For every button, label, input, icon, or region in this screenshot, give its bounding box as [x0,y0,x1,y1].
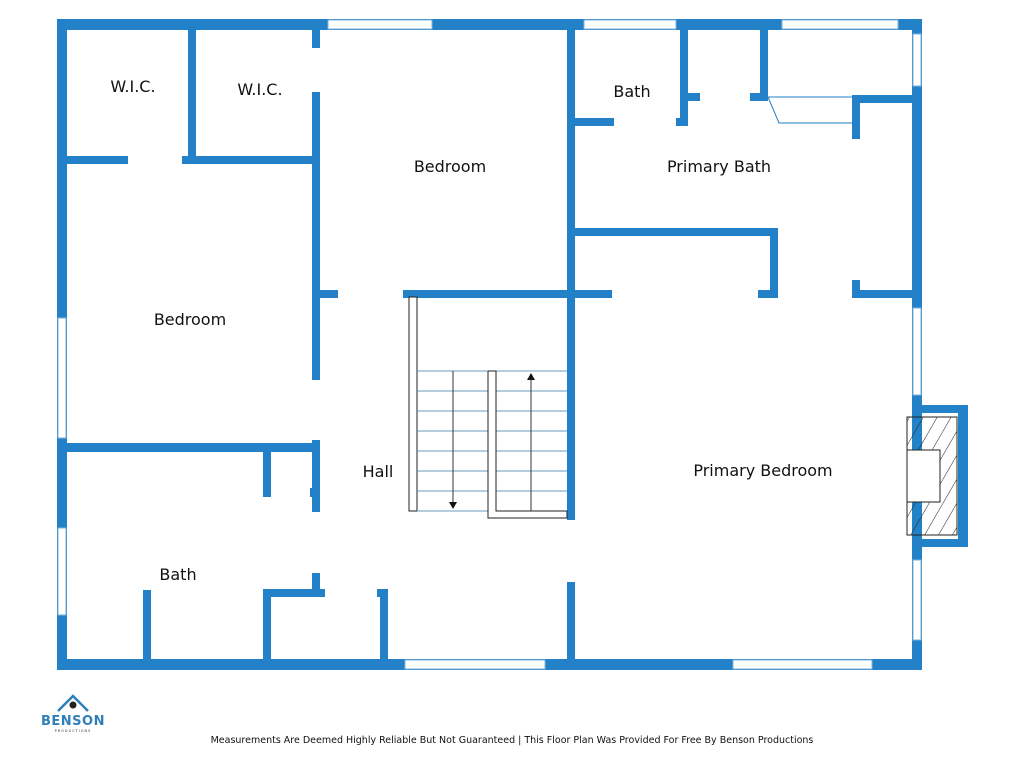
logo-name: BENSON [41,714,105,729]
room-label-bath-top: Bath [613,82,650,101]
room-labels: W.I.C. W.I.C. Bedroom Bath Primary Bath … [110,77,832,584]
shower-outline [767,96,852,124]
room-label-hall: Hall [363,462,394,481]
fireplace [906,416,958,536]
room-label-wic-2: W.I.C. [237,80,282,99]
disclaimer-footer: Measurements Are Deemed Highly Reliable … [210,735,814,746]
staircase [408,296,568,519]
room-label-primary-bath: Primary Bath [667,157,771,176]
room-label-wic-1: W.I.C. [110,77,155,96]
house-roof-icon [57,694,89,712]
room-label-bath-bottom: Bath [159,565,196,584]
room-label-primary-bedroom: Primary Bedroom [693,461,832,480]
room-label-bedroom-left: Bedroom [154,310,226,329]
windows [57,19,922,670]
room-label-bedroom-top: Bedroom [414,157,486,176]
logo-subtitle: PRODUCTIONS [54,729,92,733]
benson-logo: BENSON PRODUCTIONS [38,692,108,733]
